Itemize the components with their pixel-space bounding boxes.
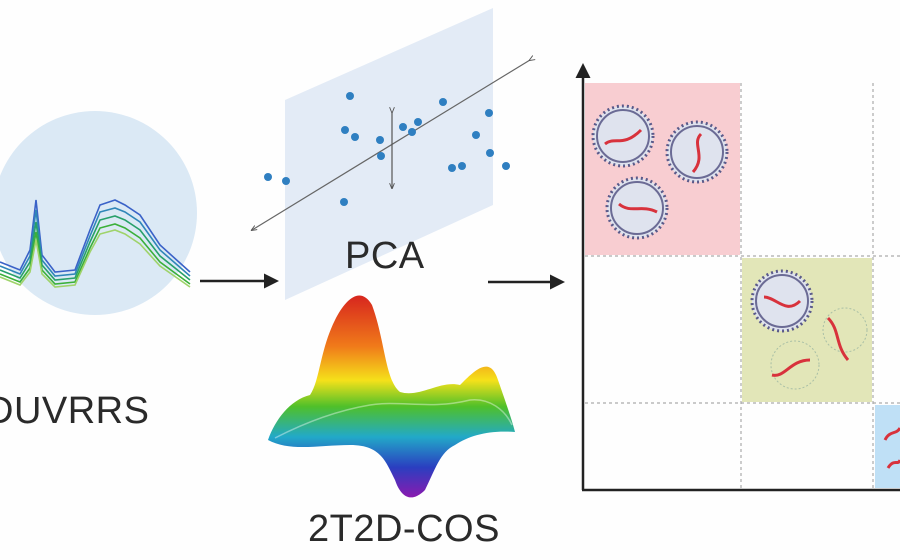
pca-points [264, 92, 510, 206]
spectra-circle [0, 111, 197, 315]
duvrrs-label: DUVRRS [0, 390, 150, 432]
cluster-box-blue [875, 405, 900, 488]
spectra-lines [0, 199, 191, 288]
result-chart [575, 63, 900, 492]
cos-label: 2T2D-COS [308, 508, 500, 550]
cos-surface [268, 295, 515, 498]
virus-particles [591, 104, 900, 469]
pca-label: PCA [345, 235, 425, 277]
